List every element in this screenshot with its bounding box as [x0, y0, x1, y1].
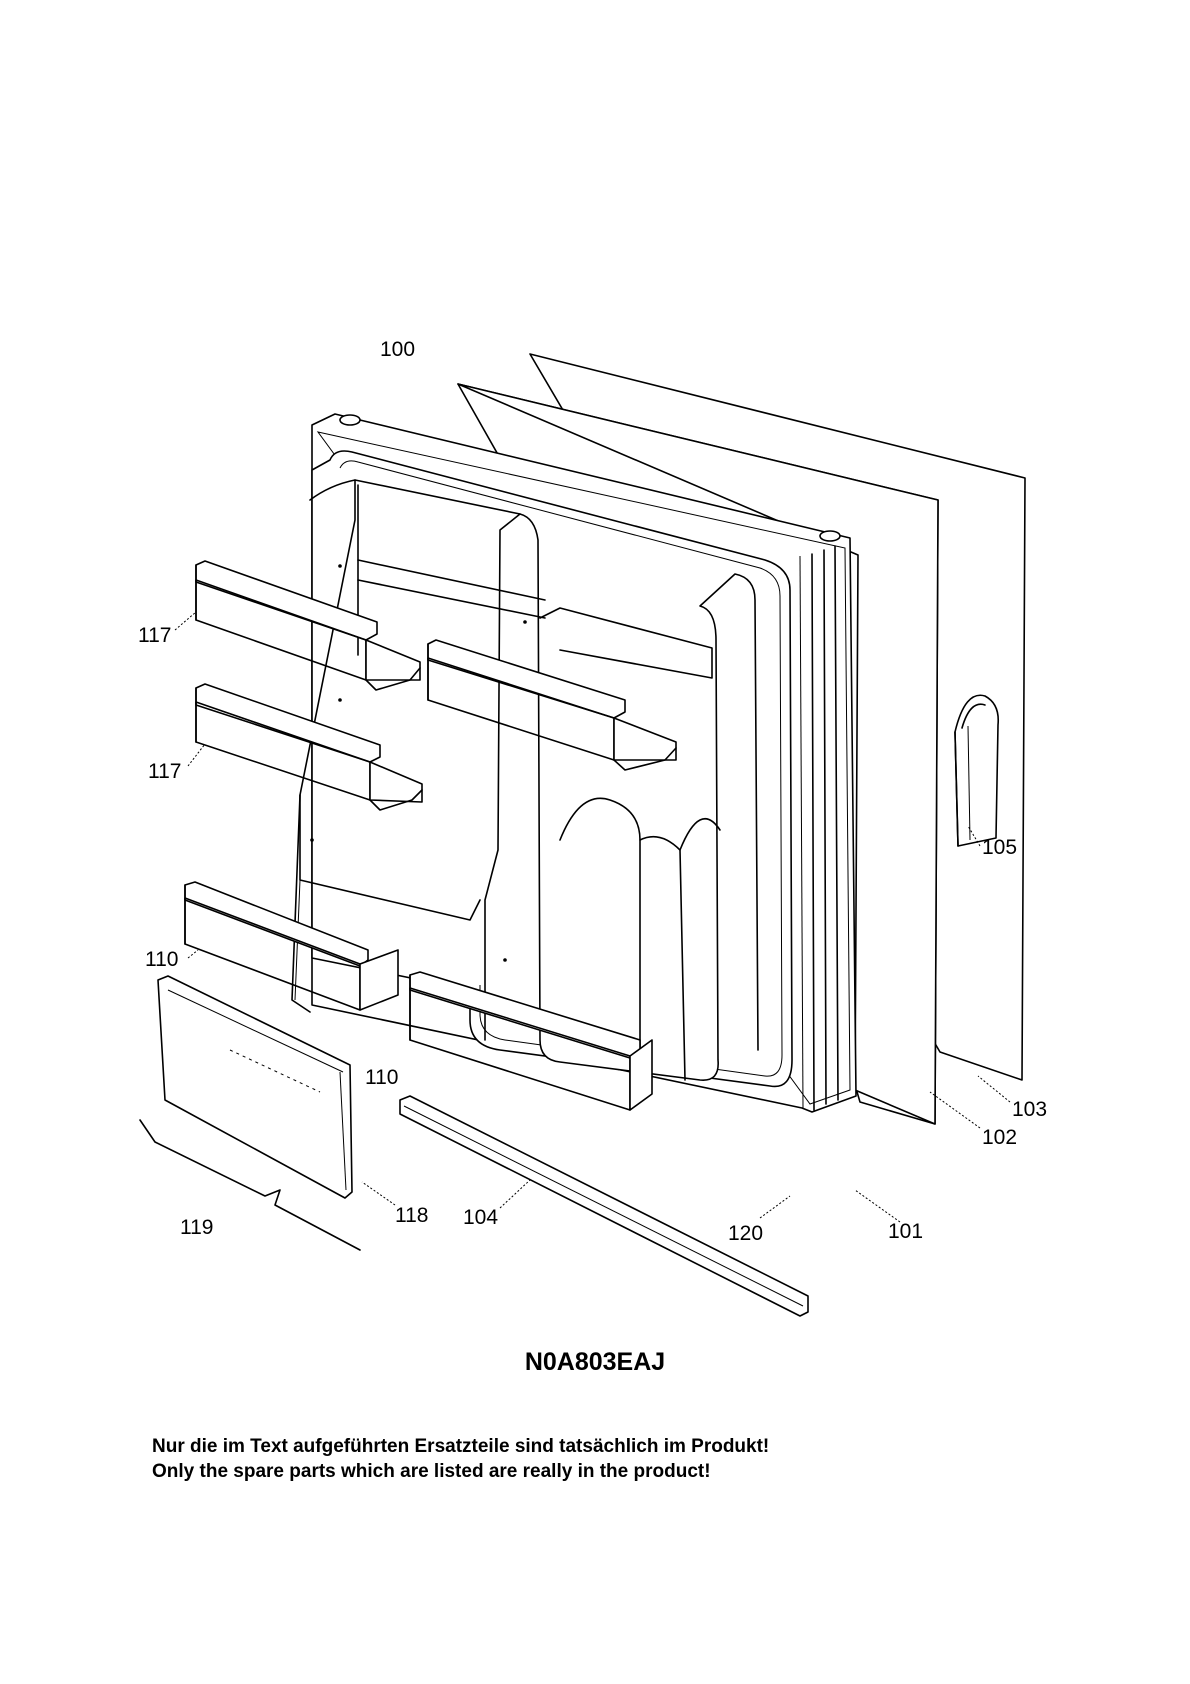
door-bin-part-110-left — [184, 881, 399, 1011]
disclaimer-english: Only the spare parts which are listed ar… — [152, 1461, 711, 1482]
label-104: 104 — [463, 1206, 498, 1229]
door-shelf-part-117-upper — [195, 560, 421, 691]
label-110-left: 110 — [145, 948, 178, 971]
flap-part-118 — [157, 975, 353, 1199]
label-117-lower: 117 — [148, 760, 181, 783]
part-number-labels: 100 117 117 110 110 105 103 102 101 120 … — [138, 338, 1047, 1245]
label-105: 105 — [982, 836, 1017, 859]
disclaimer: Nur die im Text aufgeführten Ersatzteile… — [152, 1434, 769, 1484]
inner-liner — [291, 479, 759, 1081]
door-shelf-right-upper — [427, 639, 677, 771]
door-shelf-part-117-lower — [195, 683, 423, 811]
label-120: 120 — [728, 1222, 763, 1245]
cut-line-part-119 — [139, 1119, 361, 1251]
leader-lines — [174, 611, 1011, 1223]
trim-strip-part-104 — [399, 1095, 809, 1317]
label-103: 103 — [1012, 1098, 1047, 1121]
label-110-right: 110 — [365, 1066, 398, 1089]
label-117-upper: 117 — [138, 624, 171, 647]
label-118: 118 — [395, 1204, 428, 1227]
label-100: 100 — [380, 338, 415, 361]
label-101: 101 — [888, 1220, 923, 1243]
door-bin-part-110-right — [409, 971, 653, 1111]
label-102: 102 — [982, 1126, 1017, 1149]
disclaimer-german: Nur die im Text aufgeführten Ersatzteile… — [152, 1436, 770, 1457]
label-119: 119 — [180, 1216, 213, 1239]
hinge-cover-part-105 — [954, 694, 1000, 847]
model-code: N0A803EAJ — [524, 1348, 666, 1376]
